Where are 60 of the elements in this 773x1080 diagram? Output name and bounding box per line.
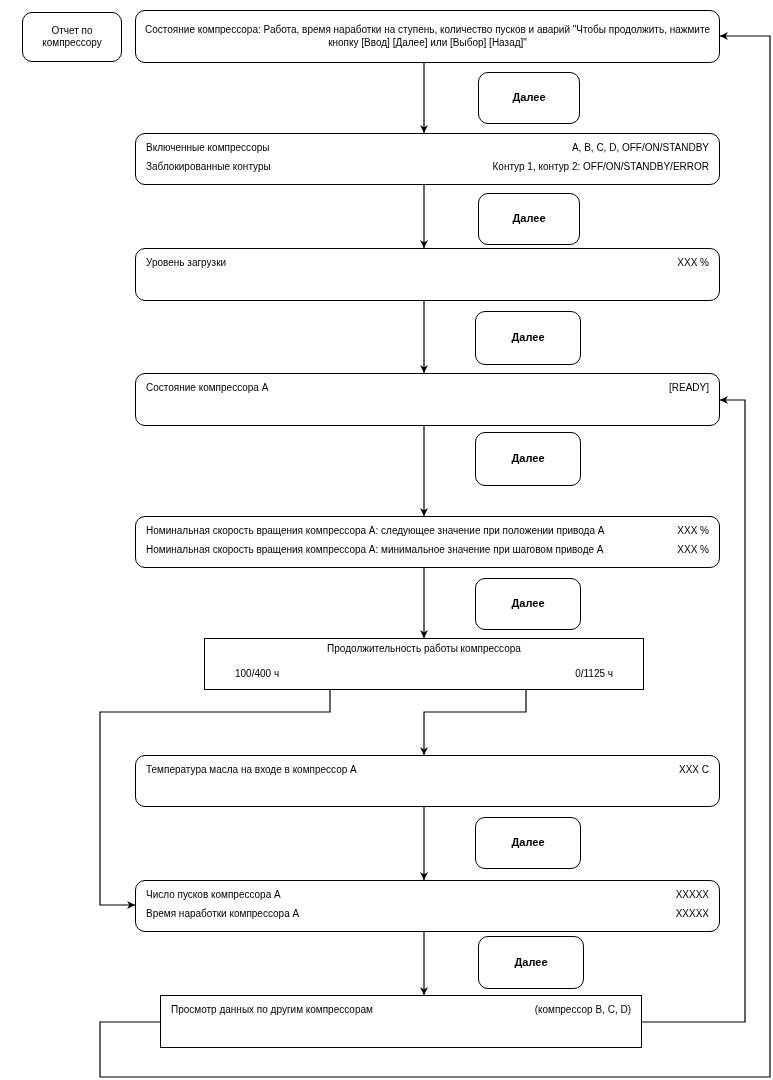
parameter-label: Заблокированные контуры	[146, 160, 272, 173]
value-text: XXXXX	[675, 889, 709, 902]
value-text: XXX C	[679, 764, 709, 777]
value-text: [READY]	[669, 382, 709, 395]
parameter-label: Число пусков компрессора A	[146, 889, 282, 902]
step-box	[135, 516, 720, 568]
arrow	[99, 689, 331, 909]
next-button	[475, 817, 581, 869]
step-text: Далее	[511, 597, 545, 611]
arrow	[420, 806, 428, 881]
value-text: 100/400 ч	[235, 668, 281, 681]
parameter-label: Просмотр данных по другим компрессорам	[171, 1004, 374, 1017]
next-button	[478, 193, 580, 245]
step-text: Далее	[514, 955, 548, 970]
step-box	[135, 373, 720, 426]
step-text: Отчет по компрессору	[41, 24, 103, 50]
arrow	[420, 567, 428, 639]
step-text: Далее	[512, 212, 546, 226]
value-text: XXX %	[677, 257, 709, 270]
value-text: Контур 1, контур 2: OFF/ON/STANDBY/ERROR	[492, 160, 709, 173]
next-button	[475, 432, 581, 486]
parameter-label: Номинальная скорость вращения компрессора A: следующее значение при положении привода A	[146, 525, 606, 538]
step-text: Далее	[511, 331, 545, 345]
arrow	[420, 689, 527, 756]
parameter-label: Время наработки компрессора A	[146, 907, 301, 920]
step-box	[135, 248, 720, 301]
parameter-label: Состояние компрессора A	[146, 382, 270, 395]
next-button	[478, 936, 584, 989]
parameter-label: Уровень загрузки	[146, 257, 228, 270]
step-box	[160, 995, 642, 1048]
parameter-label: Включенные компрессоры	[146, 142, 271, 155]
next-button	[475, 578, 581, 630]
value-text: XXXXX	[675, 907, 709, 920]
step-text: Далее	[511, 836, 545, 850]
step-text: Состояние компрессора: Работа, время наработки на ступень, количество пусков и аварий "Чтобы продолжить, нажмите кнопку [Ввод] [Далее] или [Выбор] [Назад]"	[144, 24, 711, 49]
heading-text: Продолжительность работы компрессора	[326, 643, 522, 656]
arrow	[420, 62, 428, 134]
value-text: 0/1125 ч	[574, 668, 613, 681]
step-box	[135, 755, 720, 807]
value-text: XXX %	[677, 525, 709, 538]
next-button	[478, 72, 580, 124]
title-box	[22, 12, 122, 62]
arrow	[420, 931, 428, 996]
branch-box	[204, 638, 644, 690]
arrow	[420, 300, 428, 374]
arrow	[99, 32, 771, 1078]
parameter-label: Номинальная скорость вращения компрессора A: минимальное значение при шаговом приводе A	[146, 543, 605, 556]
value-text: XXX %	[677, 543, 709, 556]
value-text: A, B, C, D, OFF/ON/STANDBY	[570, 142, 709, 155]
value-text: (компрессор B, C, D)	[534, 1004, 631, 1017]
step-text: Далее	[511, 452, 545, 466]
step-text: Далее	[512, 91, 546, 105]
step-box	[135, 880, 720, 932]
step-box	[135, 10, 720, 63]
next-button	[475, 311, 581, 365]
parameter-label: Температура масла на входе в компрессор A	[146, 764, 358, 777]
step-box	[135, 133, 720, 185]
arrow	[420, 184, 428, 249]
arrow	[420, 425, 428, 517]
arrow	[641, 396, 746, 1023]
